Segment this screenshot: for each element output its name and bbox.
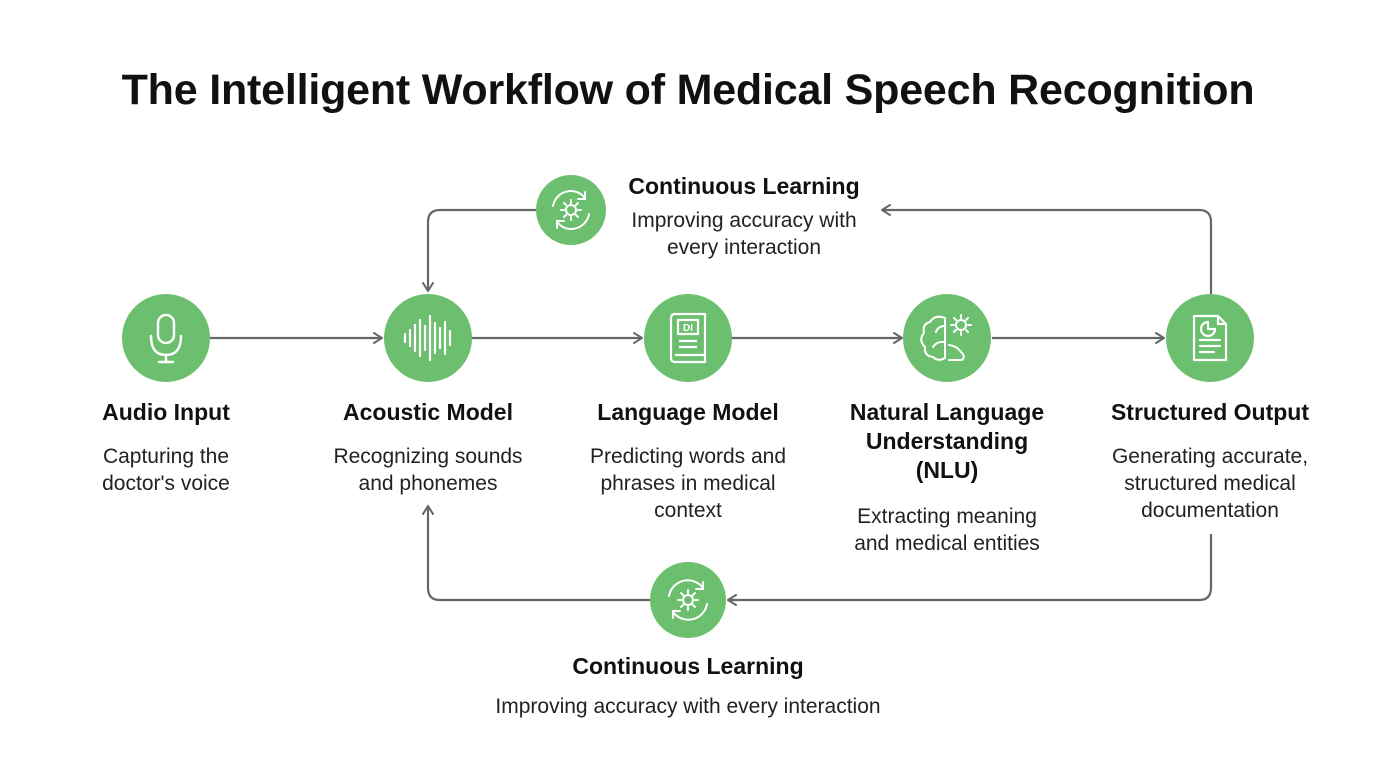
feedback-loop-top [422, 204, 1213, 294]
cycle-gear-icon [552, 190, 590, 230]
audio-input-node [122, 294, 210, 382]
loop-title: Continuous Learning [572, 653, 804, 679]
step-title: Language Model [597, 399, 779, 425]
feedback-top-left-arrow [422, 208, 536, 292]
step-description: Generating accurate, structured medical … [1111, 445, 1309, 522]
structured-output-node [1166, 294, 1254, 382]
feedback-bottom-node [650, 562, 726, 638]
step-title: Structured Output [1110, 399, 1310, 425]
feedback-top-right-arrow [881, 204, 1213, 294]
step-description: Predicting words and phrases in medical … [589, 445, 787, 522]
dictionary-book-icon: DI [669, 312, 707, 364]
loop-description: Improving accuracy with every interactio… [495, 695, 881, 718]
acoustic-model-node [384, 294, 472, 382]
brain-gear-icon [920, 314, 972, 361]
nlu-node [903, 294, 991, 382]
feedback-loop-bottom [422, 505, 1213, 606]
step-description: Extracting meaning and medical entities [854, 505, 1040, 555]
step-title: Audio Input [102, 399, 230, 425]
sound-wave-icon [403, 314, 452, 362]
svg-text:DI: DI [683, 323, 693, 334]
feedback-top-node [536, 175, 606, 245]
step-nlu: Natural Language Understanding (NLU) Ext… [827, 398, 1067, 557]
continuous-learning-top: Continuous Learning Improving accuracy w… [604, 172, 884, 261]
cycle-gear-icon [668, 579, 708, 621]
feedback-bottom-left-arrow [422, 505, 650, 602]
document-chart-icon [1192, 314, 1228, 362]
continuous-learning-bottom: Continuous Learning Improving accuracy w… [388, 652, 988, 720]
language-model-node: DI [644, 294, 732, 382]
step-structured-output: Structured Output Generating accurate, s… [1090, 398, 1330, 524]
loop-description: Improving accuracy with every interactio… [631, 209, 857, 259]
loop-title: Continuous Learning [628, 173, 860, 199]
step-title: Natural Language Understanding (NLU) [849, 399, 1045, 483]
step-description: Recognizing sounds and phonemes [333, 445, 523, 495]
page-title: The Intelligent Workflow of Medical Spee… [121, 66, 1255, 114]
feedback-bottom-right-arrow [727, 534, 1213, 606]
microphone-icon [149, 313, 183, 364]
step-language-model: Language Model Predicting words and phra… [568, 398, 808, 524]
step-title: Acoustic Model [343, 399, 513, 425]
step-description: Capturing the doctor's voice [102, 445, 230, 495]
step-audio-input: Audio Input Capturing the doctor's voice [46, 398, 286, 497]
step-acoustic-model: Acoustic Model Recognizing sounds and ph… [308, 398, 548, 497]
